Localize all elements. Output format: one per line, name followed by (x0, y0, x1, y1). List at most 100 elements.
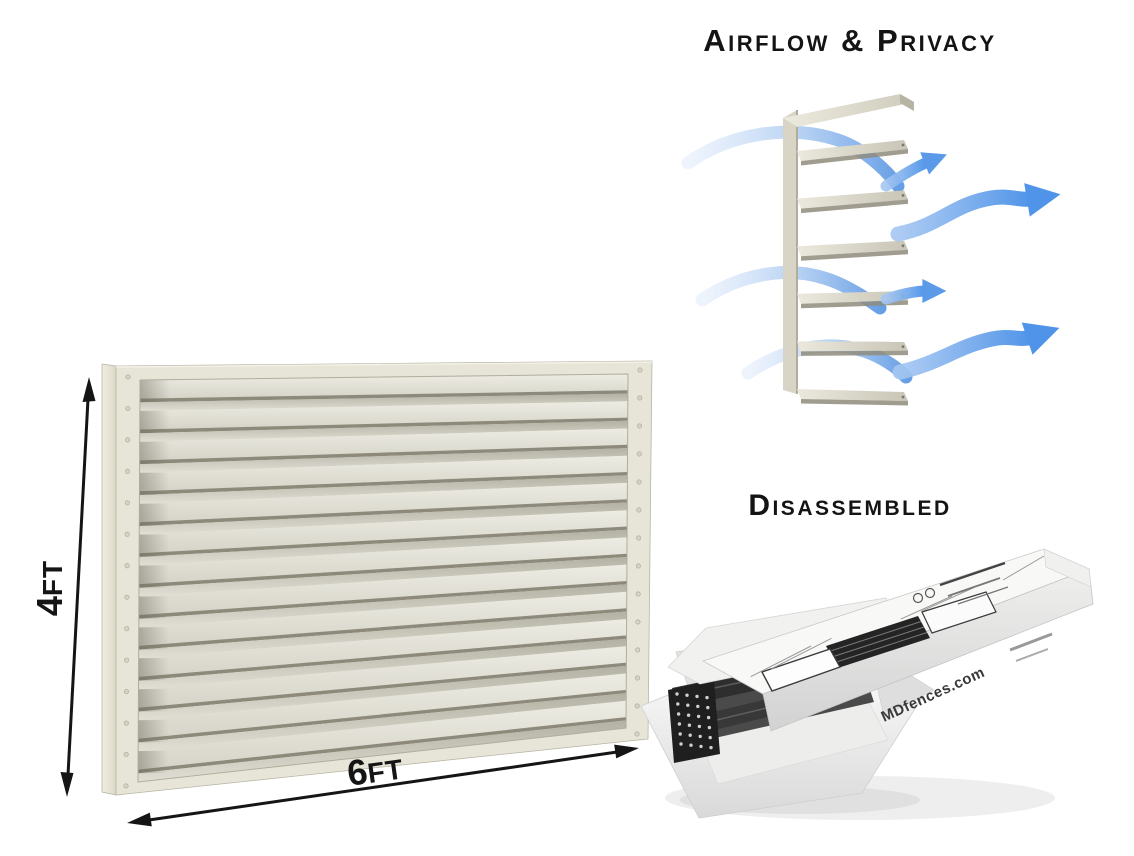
louvered-fence-panel-illustration (101, 360, 653, 796)
rivet-icon (636, 451, 642, 457)
louver-cross-section (783, 94, 914, 406)
cross-section-slat (797, 190, 908, 209)
louver-slat (138, 608, 627, 650)
louver-slat (139, 553, 627, 588)
air-in-arrow-icon (681, 125, 905, 193)
airflow-diagram (681, 94, 1061, 406)
louver-slat (138, 693, 627, 752)
arrow-right-icon (614, 744, 639, 759)
louver-slat (139, 499, 628, 526)
width-dimension-label: 6FT (345, 745, 406, 793)
rivet-icon (124, 626, 130, 632)
panel-louvers (138, 374, 628, 782)
rivet-icon (636, 535, 642, 541)
arrow-left-icon (127, 812, 152, 827)
cross-section-slat (797, 140, 908, 161)
louver-slat (139, 510, 628, 554)
rivet-icon (125, 374, 131, 380)
disassembled-box-illustration: MDfences.com (640, 548, 1094, 820)
rivet-icon (124, 531, 130, 537)
louver-slat (139, 374, 628, 399)
rivet-icon (125, 405, 131, 411)
rivet-icon (637, 367, 643, 373)
louver-slat (139, 502, 628, 535)
louver-slat (138, 717, 627, 774)
airflow-out-arrows (880, 152, 1061, 380)
air-out-arrow-icon (880, 152, 947, 192)
rivet-icon (123, 720, 129, 726)
louver-slat (139, 526, 628, 557)
louver-slat (139, 472, 628, 495)
rivet-icon (124, 594, 130, 600)
rivet-icon (125, 437, 131, 443)
louver-slat (138, 673, 627, 739)
louver-slat (139, 393, 628, 411)
louver-slat (138, 591, 627, 646)
louver-slat (138, 557, 627, 597)
louver-slat (139, 482, 628, 523)
louver-slat (139, 529, 628, 566)
louver-slat (138, 581, 627, 619)
arrow-down-icon (60, 772, 74, 797)
height-dimension-label: 4FT (29, 560, 70, 616)
louver-slat (138, 662, 627, 712)
rivet-icon (123, 752, 129, 758)
louver-slat (138, 584, 627, 628)
airflow-privacy-heading: Airflow & Privacy (703, 23, 997, 58)
rivet-icon (124, 657, 130, 663)
rivet-icon (635, 563, 641, 569)
rivet-icon (634, 703, 640, 709)
cross-section-slat (797, 291, 908, 304)
rivet-icon (124, 563, 130, 569)
arrow-up-icon (82, 377, 96, 402)
louver-slat (138, 611, 627, 659)
rivet-icon (637, 395, 643, 401)
louver-slat (138, 689, 627, 743)
louver-slat (139, 444, 628, 465)
cross-section-slat (797, 240, 908, 257)
cross-section-slat (797, 341, 908, 352)
louver-slat (139, 420, 628, 442)
panel-rivets (123, 367, 643, 789)
air-out-arrow-icon (890, 183, 1061, 242)
air-out-arrow-icon (892, 322, 1060, 380)
rivet-icon (635, 619, 641, 625)
air-out-arrow-icon (880, 279, 947, 305)
louver-slat (138, 646, 627, 708)
louver-slat (139, 417, 628, 434)
louver-slat (139, 455, 628, 492)
rivet-icon (123, 783, 129, 789)
rivet-icon (125, 468, 131, 474)
rivet-icon (123, 689, 129, 695)
panel-side-edge (101, 363, 117, 796)
rivet-icon (636, 479, 642, 485)
louver-slat (138, 635, 627, 681)
rivet-icon (636, 507, 642, 513)
rivet-icon (124, 500, 130, 506)
rivet-icon (635, 591, 641, 597)
louver-slat (138, 564, 627, 615)
rivet-icon (634, 731, 640, 737)
width-dimension-line (148, 750, 618, 822)
dimension-annotations: 4FT 6FT (29, 377, 639, 827)
rivet-icon (637, 423, 643, 429)
louver-slat (139, 448, 628, 473)
disassembled-heading: Disassembled (748, 489, 952, 522)
louver-slat (139, 390, 628, 403)
louver-slat (139, 401, 628, 430)
louver-slat (139, 475, 628, 504)
louver-slat (138, 619, 627, 677)
height-dimension-line (66, 398, 90, 776)
box-printed-graphics (750, 555, 1045, 692)
louver-slat (138, 700, 627, 770)
louver-slat (139, 537, 628, 585)
louver-slat (138, 720, 626, 782)
cross-section-slat (797, 389, 908, 401)
perforated-slat-end (668, 680, 720, 763)
louver-slat (138, 665, 627, 721)
rivet-icon (634, 675, 640, 681)
louver-slat (138, 638, 627, 690)
louver-slat (139, 428, 628, 461)
